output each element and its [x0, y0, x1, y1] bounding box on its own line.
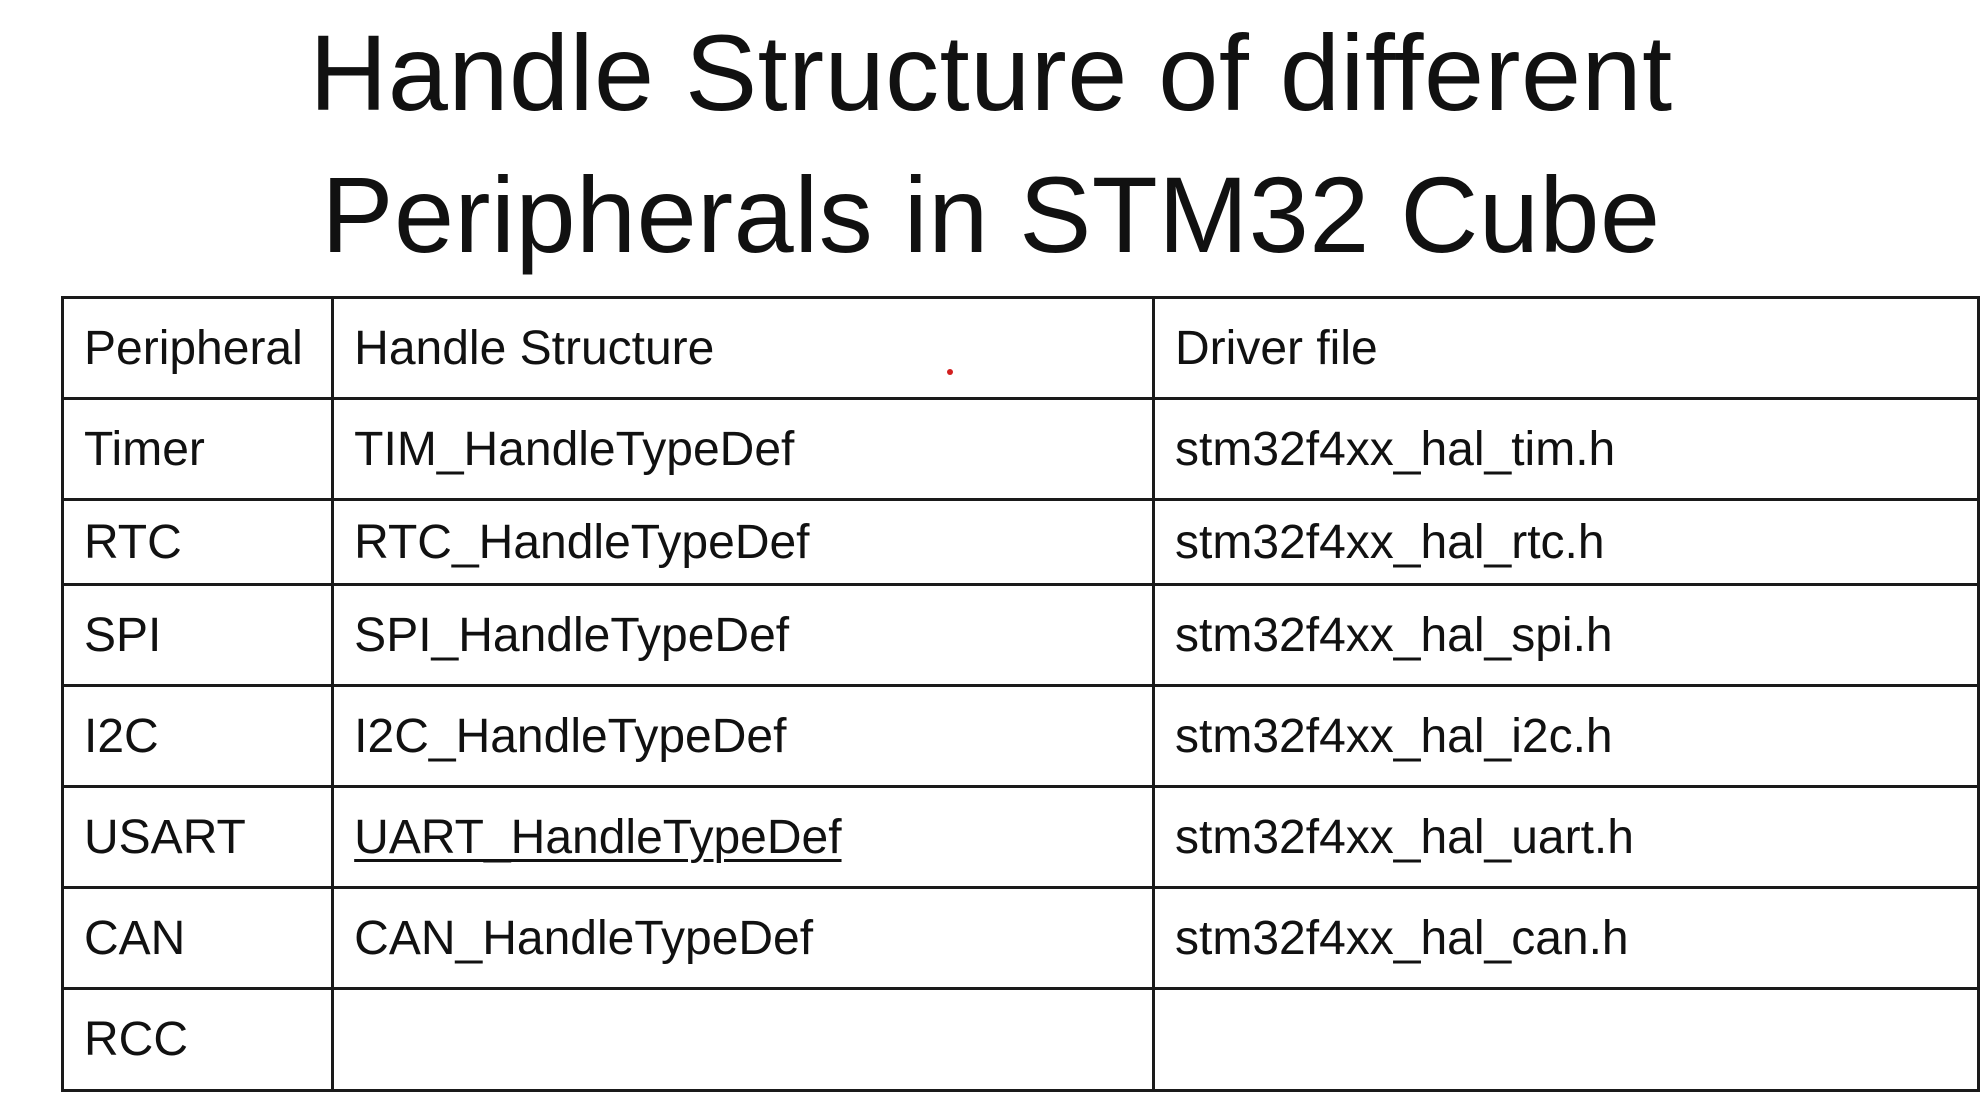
title-line-1: Handle Structure of different [309, 12, 1673, 133]
cell-peripheral: USART [60, 785, 335, 889]
table-row: RCC [60, 987, 1980, 1092]
cell-peripheral: SPI [60, 583, 335, 687]
cell-peripheral: RTC [60, 498, 335, 586]
peripheral-handle-table: Peripheral Handle Structure Driver file … [60, 296, 1980, 1092]
table-row: I2C I2C_HandleTypeDef stm32f4xx_hal_i2c.… [60, 684, 1980, 788]
header-handle-structure: Handle Structure [331, 296, 1156, 400]
cell-peripheral: Timer [60, 397, 335, 501]
table-header-row: Peripheral Handle Structure Driver file [60, 296, 1980, 400]
cell-peripheral: I2C [60, 684, 335, 788]
slide-title: Handle Structure of different Peripheral… [0, 0, 1982, 285]
cell-driver-file [1152, 987, 1980, 1092]
cell-handle-structure: CAN_HandleTypeDef [331, 886, 1156, 990]
cell-peripheral: RCC [60, 987, 335, 1092]
table-row: Timer TIM_HandleTypeDef stm32f4xx_hal_ti… [60, 397, 1980, 501]
cell-driver-file: stm32f4xx_hal_can.h [1152, 886, 1980, 990]
table-row: RTC RTC_HandleTypeDef stm32f4xx_hal_rtc.… [60, 498, 1980, 586]
cell-handle-structure: TIM_HandleTypeDef [331, 397, 1156, 501]
cell-driver-file: stm32f4xx_hal_i2c.h [1152, 684, 1980, 788]
cell-driver-file: stm32f4xx_hal_spi.h [1152, 583, 1980, 687]
cell-handle-structure: UART_HandleTypeDef [331, 785, 1156, 889]
table-row: USART UART_HandleTypeDef stm32f4xx_hal_u… [60, 785, 1980, 889]
cell-driver-file: stm32f4xx_hal_uart.h [1152, 785, 1980, 889]
cell-driver-file: stm32f4xx_hal_rtc.h [1152, 498, 1980, 586]
table-row: SPI SPI_HandleTypeDef stm32f4xx_hal_spi.… [60, 583, 1980, 687]
table-row: CAN CAN_HandleTypeDef stm32f4xx_hal_can.… [60, 886, 1980, 990]
laser-pointer-dot [947, 369, 953, 375]
cell-peripheral: CAN [60, 886, 335, 990]
cell-handle-structure: SPI_HandleTypeDef [331, 583, 1156, 687]
header-driver-file: Driver file [1152, 296, 1980, 400]
header-peripheral: Peripheral [60, 296, 335, 400]
cell-handle-structure: I2C_HandleTypeDef [331, 684, 1156, 788]
cell-driver-file: stm32f4xx_hal_tim.h [1152, 397, 1980, 501]
title-line-2: Peripherals in STM32 Cube [321, 154, 1661, 275]
cell-handle-structure: RTC_HandleTypeDef [331, 498, 1156, 586]
cell-handle-structure [331, 987, 1156, 1092]
handle-structure-link[interactable]: UART_HandleTypeDef [354, 810, 842, 864]
